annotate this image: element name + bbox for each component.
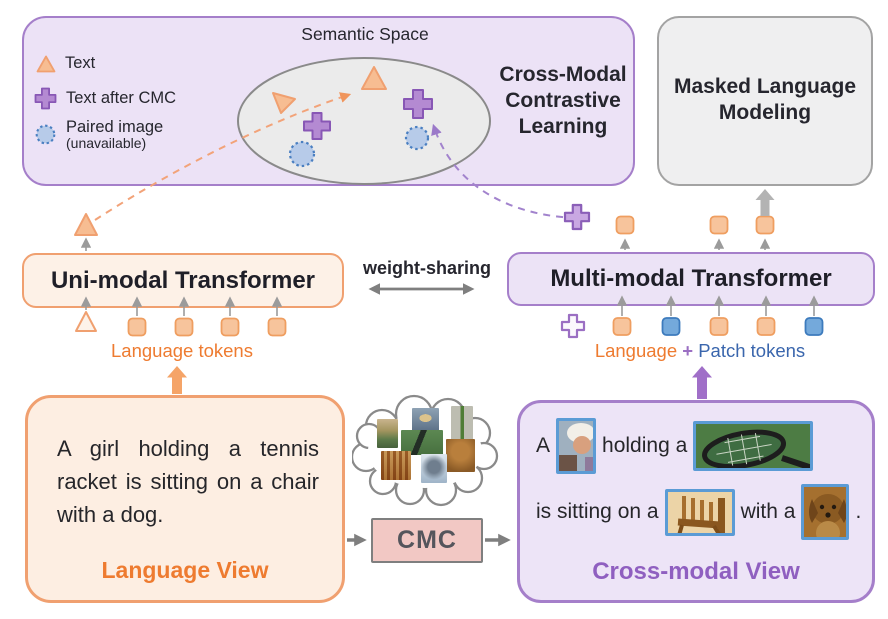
cv-text: holding a [602, 434, 688, 457]
cv-text: . [855, 500, 862, 523]
cross-modal-view-box: A holding a is sitting on a [517, 400, 875, 603]
cv-text: is sitting on a [536, 500, 659, 523]
tennis-racket-image [693, 421, 814, 471]
cloud-image-hat [412, 408, 439, 432]
triangle-icon [36, 55, 56, 72]
cls-token-triangle [75, 311, 97, 332]
dotted-circle-icon [35, 124, 56, 145]
plus-icon [34, 87, 57, 110]
language-view-up-arrow [167, 366, 187, 394]
chair-image [664, 488, 735, 536]
cross-modal-view-up-arrow [692, 366, 712, 399]
uni-modal-transformer-box: Uni-modal Transformer [22, 253, 344, 308]
legend-item-text-after-cmc: Text after CMC [34, 87, 176, 110]
cloud-image-dog [446, 439, 475, 472]
weight-sharing-label: weight-sharing [362, 258, 491, 278]
cloud-image-plant [451, 406, 473, 443]
legend-label: Text [65, 54, 96, 72]
dog-image [801, 484, 850, 540]
cv-text: A [536, 434, 551, 457]
cmc-output-plus [563, 203, 591, 231]
legend-sublabel: (unavailable) [66, 135, 147, 152]
cloud-image-husky [421, 454, 447, 483]
to-mlm-thick-arrow [755, 189, 775, 216]
masked-language-modeling-box [657, 16, 873, 186]
legend-label: Text after CMC [66, 89, 177, 107]
uni-output-text-triangle [74, 213, 98, 236]
language-label: Language [594, 340, 678, 361]
cloud-image-chair [381, 451, 411, 480]
cloud-image-person [377, 419, 398, 448]
language-view-sentence: A girl holding a tennis racket is sittin… [57, 436, 319, 527]
multi-modal-transformer-box: Multi-modal Transformer [507, 252, 875, 306]
language-tokens-label: Language tokens [111, 340, 253, 361]
multi-input-squares [612, 317, 824, 336]
contrastive-learning-label: Cross-Modal Contrastive Learning [499, 63, 627, 139]
language-view-box: A girl holding a tennis racket is sittin… [25, 395, 345, 603]
cloud-image-tennis-racket [401, 430, 443, 455]
language-patch-tokens-label: Language + Patch tokens [540, 340, 860, 362]
legend-item-paired-image: Paired image (unavailable) [34, 118, 164, 152]
multi-output-arrows [619, 238, 771, 250]
multi-output-squares [615, 215, 775, 235]
cmc-input-plus [560, 313, 586, 339]
language-view-label: Language View [101, 557, 269, 583]
masked-language-modeling-label: Masked Language Modeling [673, 75, 857, 124]
legend-item-text: Text [36, 54, 95, 73]
legend-label: Paired image [66, 118, 164, 136]
language-token-squares [127, 317, 287, 337]
patch-tokens-label: Patch tokens [698, 340, 806, 361]
cv-text: with a [740, 500, 796, 523]
image-cloud [350, 394, 504, 510]
cmc-module-box: CMC [371, 518, 483, 563]
plus-label: + [682, 340, 694, 361]
girl-image [556, 418, 597, 474]
cross-modal-view-label: Cross-modal View [592, 558, 800, 585]
semantic-space-title: Semantic Space [301, 24, 429, 44]
